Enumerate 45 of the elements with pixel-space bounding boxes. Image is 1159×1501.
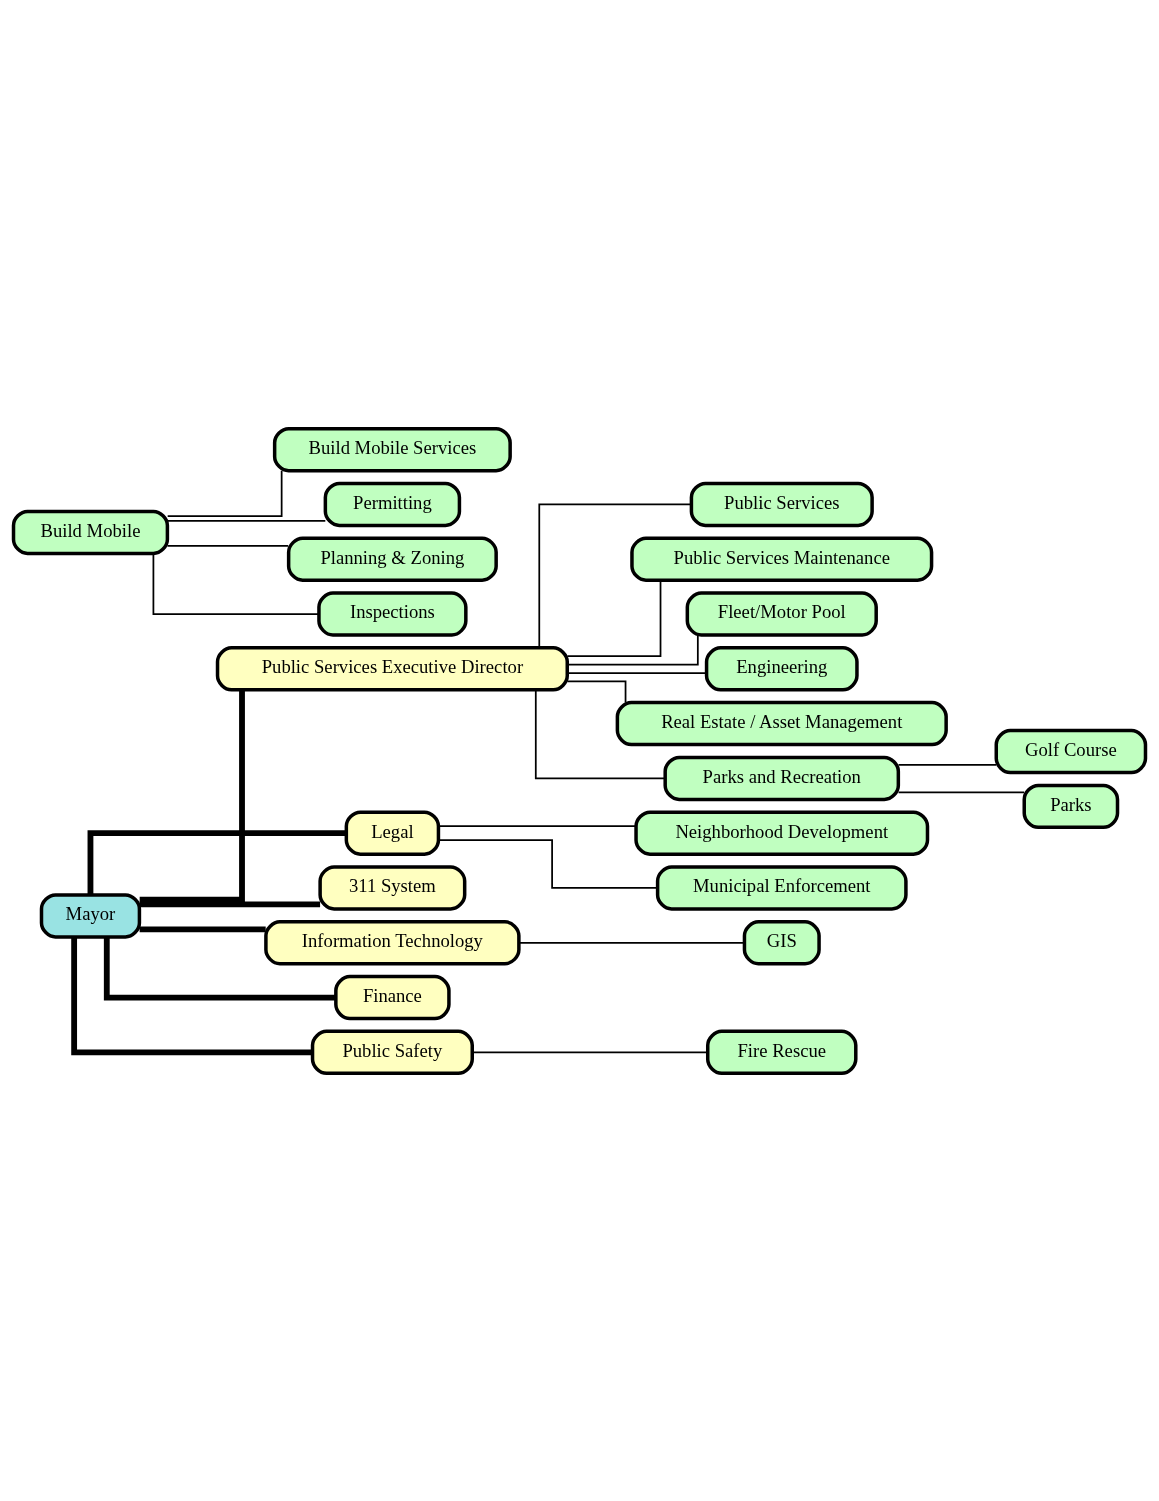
connector bbox=[71, 936, 313, 1055]
node-box: Information Technology bbox=[264, 919, 521, 965]
connector bbox=[437, 824, 637, 827]
node-box: GIS bbox=[742, 919, 821, 965]
connector bbox=[566, 633, 699, 665]
connector bbox=[87, 829, 347, 895]
connector bbox=[566, 671, 708, 674]
node-box: Golf Course bbox=[994, 728, 1148, 774]
connector bbox=[897, 763, 997, 766]
connector bbox=[139, 689, 245, 903]
node-box: Fire Rescue bbox=[706, 1029, 858, 1075]
connector bbox=[152, 552, 320, 615]
node-box: 311 System bbox=[318, 864, 467, 911]
node-box: Legal bbox=[344, 809, 441, 856]
connector bbox=[566, 680, 627, 703]
node-box: Inspections bbox=[317, 590, 468, 637]
node-box: Public Services bbox=[689, 481, 874, 527]
connector bbox=[437, 838, 659, 889]
node-box: Neighborhood Development bbox=[634, 809, 930, 856]
node-box: Engineering bbox=[704, 645, 859, 692]
node-box: Fleet/Motor Pool bbox=[685, 590, 878, 637]
node-box: Municipal Enforcement bbox=[655, 864, 908, 911]
node-box: Finance bbox=[334, 974, 451, 1020]
node-box: Public Safety bbox=[310, 1029, 474, 1075]
connector bbox=[534, 688, 666, 779]
node-box: Build Mobile bbox=[11, 509, 170, 555]
connector bbox=[471, 1050, 709, 1053]
connector bbox=[166, 519, 327, 522]
connector bbox=[139, 900, 321, 907]
node-box: Public Services Executive Director bbox=[215, 645, 569, 692]
connector bbox=[897, 791, 1026, 793]
connector bbox=[166, 469, 283, 517]
node-box: Parks bbox=[1022, 783, 1120, 829]
node-box: Public Services Maintenance bbox=[630, 536, 934, 582]
connector bbox=[166, 544, 290, 547]
connector bbox=[139, 925, 266, 932]
connector bbox=[518, 941, 746, 944]
node-box: Planning & Zoning bbox=[286, 536, 498, 582]
node-box: Mayor bbox=[39, 892, 142, 939]
node-box: Real Estate / Asset Management bbox=[615, 700, 948, 746]
node-box: Permitting bbox=[323, 481, 462, 527]
connector bbox=[103, 936, 336, 1000]
connector bbox=[538, 503, 692, 649]
node-box: Build Mobile Services bbox=[272, 426, 512, 472]
node-box: Parks and Recreation bbox=[663, 755, 901, 801]
